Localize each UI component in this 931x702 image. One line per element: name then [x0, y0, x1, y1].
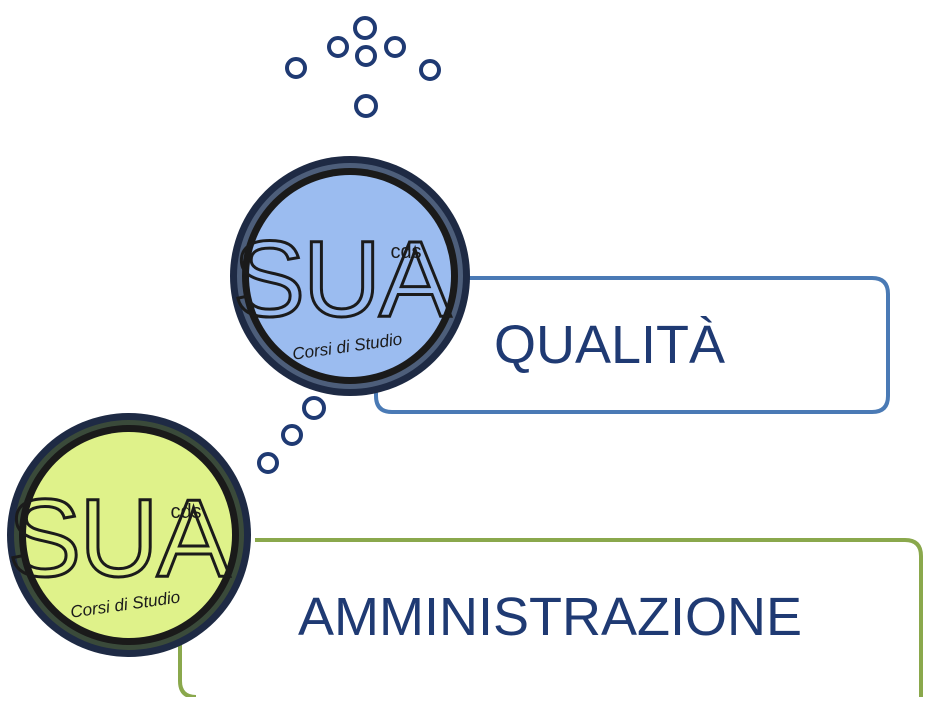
- bubble: [419, 59, 441, 81]
- qualita-label: QUALITÀ: [494, 315, 726, 375]
- logo-big-letters: SUA: [233, 218, 451, 339]
- logo-superscript: cds: [170, 501, 201, 523]
- bubble: [281, 424, 303, 446]
- bubble: [384, 36, 406, 58]
- bubbles-middle: [257, 396, 326, 474]
- logo-big-letters: SUA: [8, 477, 231, 600]
- amministrazione-box: [255, 538, 923, 697]
- qualita-box: [374, 276, 890, 414]
- bubble: [257, 452, 279, 474]
- bubble: [327, 36, 349, 58]
- amministrazione-box-left: [178, 640, 197, 699]
- logo-superscript: cds: [390, 241, 421, 263]
- sua-cds-logo-blue: SUA cds Corsi di Studio: [230, 156, 470, 396]
- bubbles-top: [285, 16, 441, 118]
- bubble: [355, 45, 377, 67]
- sua-cds-logo-green: SUA cds Corsi di Studio: [6, 413, 251, 657]
- bubble: [302, 396, 326, 420]
- bubble: [353, 16, 377, 40]
- bubble: [285, 57, 307, 79]
- amministrazione-label: AMMINISTRAZIONE: [298, 587, 803, 647]
- bubble: [354, 94, 378, 118]
